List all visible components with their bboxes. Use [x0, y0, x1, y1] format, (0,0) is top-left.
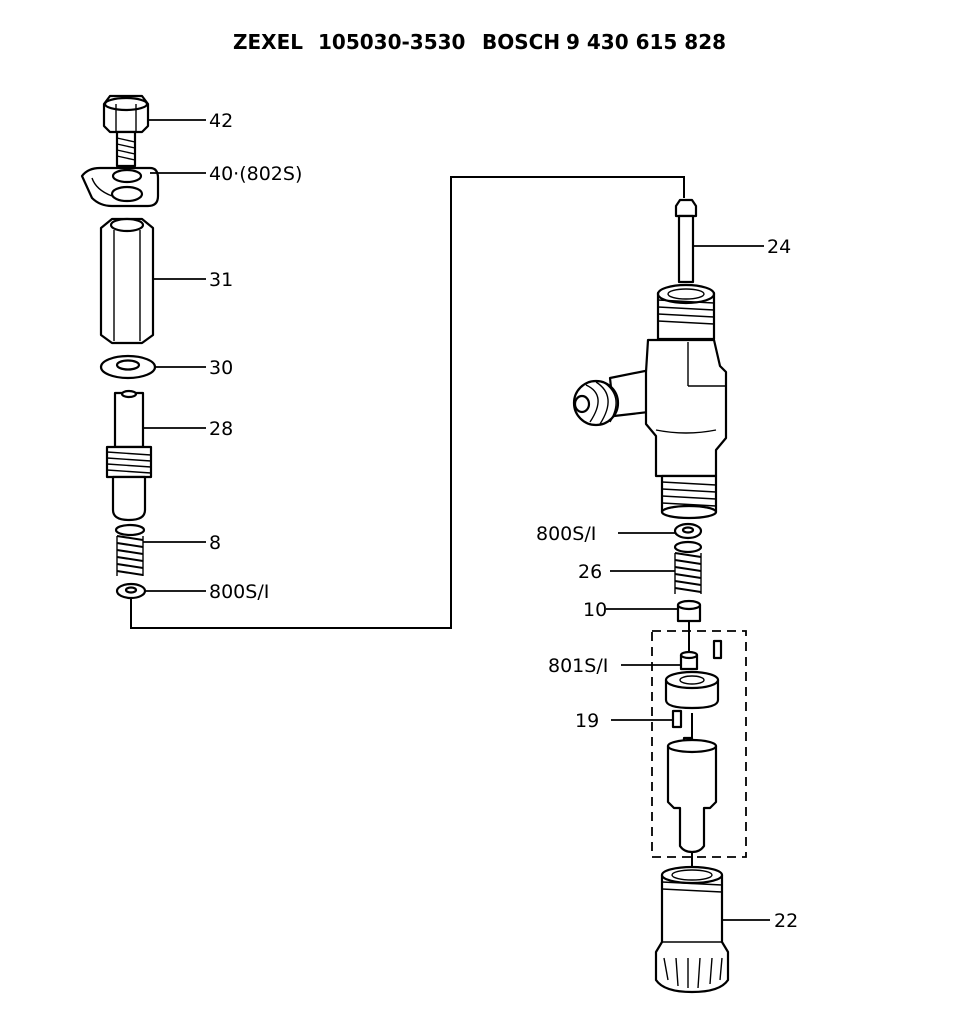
header-part-number-zexel: 105030-3530 [318, 30, 465, 54]
part-40-bracket [80, 166, 160, 208]
part-22-nozzle-nut [654, 865, 730, 994]
label-800s-right: 800S/I [536, 523, 596, 545]
part-28-spindle [105, 389, 153, 522]
part-26-spring [673, 540, 703, 594]
label-801s: 801S/I [548, 655, 608, 677]
part-30-washer [99, 354, 157, 380]
part-injector-body [572, 283, 728, 520]
part-nozzle [666, 736, 718, 854]
header-brand-zexel: ZEXEL [233, 30, 303, 54]
assembly-connector-line [130, 176, 685, 629]
header-brand-bosch: BOSCH [482, 30, 560, 54]
label-40: 40·(802S) [209, 163, 302, 185]
label-30: 30 [209, 357, 233, 379]
label-42: 42 [209, 110, 233, 132]
part-19-dowel-pin [671, 709, 683, 729]
label-28: 28 [209, 418, 233, 440]
header-part-number-bosch: 9 430 615 828 [566, 30, 726, 54]
label-31: 31 [209, 269, 233, 291]
part-801s-pin [679, 639, 723, 671]
label-800s-left: 800S/I [209, 581, 269, 603]
part-8-spring [114, 523, 146, 576]
label-24: 24 [767, 236, 791, 258]
part-800s-washer-right [673, 522, 703, 540]
label-10: 10 [583, 599, 607, 621]
label-22: 22 [774, 910, 798, 932]
part-24-rod [674, 198, 698, 284]
part-intermediate-disc [664, 670, 720, 710]
label-26: 26 [578, 561, 602, 583]
label-19: 19 [575, 710, 599, 732]
nozzle-subassembly-box [651, 630, 747, 858]
diagram-header: ZEXEL 105030-3530 BOSCH 9 430 615 828 [233, 30, 726, 54]
label-8: 8 [209, 532, 221, 554]
part-10-spacer [676, 599, 702, 623]
part-31-hex-body [99, 217, 155, 345]
part-42-bolt [102, 94, 150, 168]
part-800s-washer-left [115, 582, 147, 600]
